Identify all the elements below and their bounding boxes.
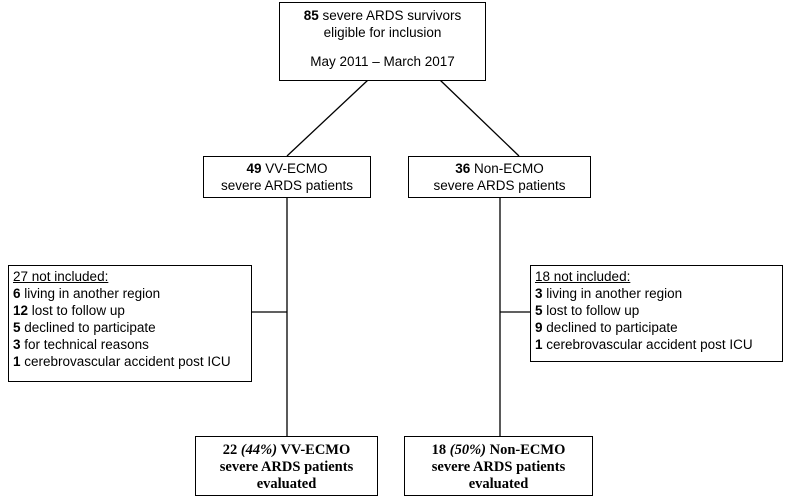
non-ecmo-exclusion-item: 5 lost to follow up bbox=[535, 302, 782, 319]
exclusion-count: 9 bbox=[535, 320, 543, 335]
vv-ecmo-count: 49 bbox=[246, 161, 262, 176]
non-ecmo-evaluated-line-1: 18 (50%) Non-ECMO bbox=[405, 442, 592, 459]
vv-ecmo-not-included-header: 27 not included: bbox=[13, 269, 109, 284]
non-ecmo-exclusion-item: 1 cerebrovascular accident post ICU bbox=[535, 336, 782, 353]
study-period: May 2011 – March 2017 bbox=[310, 54, 455, 69]
vv-ecmo-exclusion-item: 3 for technical reasons bbox=[13, 336, 251, 353]
vv-ecmo-exclusion-item: 12 lost to follow up bbox=[13, 302, 251, 319]
non-ecmo-evaluated-box: 18 (50%) Non-ECMO severe ARDS patients e… bbox=[404, 436, 593, 496]
vv-ecmo-evaluated-label: VV-ECMO bbox=[277, 442, 351, 458]
eligible-line-2: eligible for inclusion bbox=[323, 25, 442, 40]
exclusion-reason: declined to participate bbox=[20, 320, 156, 335]
vv-ecmo-evaluated-box: 22 (44%) VV-ECMO severe ARDS patients ev… bbox=[195, 436, 378, 496]
exclusion-reason: lost to follow up bbox=[28, 303, 125, 318]
connector-top-to-right bbox=[439, 79, 520, 157]
non-ecmo-exclusion-item: 3 living in another region bbox=[535, 285, 782, 302]
exclusion-reason: cerebrovascular accident post ICU bbox=[20, 354, 231, 369]
vv-ecmo-exclusion-item: 5 declined to participate bbox=[13, 319, 251, 336]
eligible-survivors-box: 85 severe ARDS survivors eligible for in… bbox=[279, 2, 486, 81]
non-ecmo-evaluated-count: 18 bbox=[431, 442, 450, 458]
non-ecmo-label: Non-ECMO bbox=[470, 161, 544, 176]
non-ecmo-not-included-header: 18 not included: bbox=[535, 269, 631, 284]
vv-ecmo-evaluated-count: 22 bbox=[222, 442, 241, 458]
vv-ecmo-label: VV-ECMO bbox=[261, 161, 328, 176]
exclusion-count: 1 bbox=[13, 354, 21, 369]
vv-ecmo-not-included-box: 27 not included: 6 living in another reg… bbox=[8, 265, 252, 382]
non-ecmo-evaluated-line-3: evaluated bbox=[468, 476, 529, 492]
vv-ecmo-exclusion-item: 6 living in another region bbox=[13, 285, 251, 302]
eligible-count: 85 bbox=[303, 8, 319, 23]
exclusion-reason: living in another region bbox=[542, 286, 683, 301]
vv-ecmo-evaluated-line-3: evaluated bbox=[256, 476, 317, 492]
non-ecmo-group-box: 36 Non-ECMO severe ARDS patients bbox=[408, 156, 591, 198]
vv-ecmo-group-box: 49 VV-ECMO severe ARDS patients bbox=[203, 156, 371, 198]
non-ecmo-line-1: 36 Non-ECMO bbox=[409, 160, 590, 177]
non-ecmo-line-2: severe ARDS patients bbox=[433, 178, 566, 193]
exclusion-count: 3 bbox=[13, 337, 21, 352]
non-ecmo-not-included-box: 18 not included: 3 living in another reg… bbox=[530, 265, 783, 362]
exclusion-reason: living in another region bbox=[20, 286, 161, 301]
exclusion-count: 1 bbox=[535, 337, 543, 352]
exclusion-count: 6 bbox=[13, 286, 21, 301]
exclusion-count: 12 bbox=[13, 303, 29, 318]
exclusion-count: 5 bbox=[13, 320, 21, 335]
exclusion-reason: cerebrovascular accident post ICU bbox=[542, 337, 753, 352]
exclusion-reason: declined to participate bbox=[542, 320, 678, 335]
non-ecmo-evaluated-percent: (50%) bbox=[449, 442, 486, 458]
non-ecmo-count: 36 bbox=[455, 161, 471, 176]
eligible-line-1: 85 severe ARDS survivors bbox=[280, 7, 485, 24]
exclusion-count: 5 bbox=[535, 303, 543, 318]
exclusion-reason: lost to follow up bbox=[542, 303, 640, 318]
vv-ecmo-line-2: severe ARDS patients bbox=[220, 178, 354, 193]
connector-top-to-left bbox=[286, 79, 369, 157]
non-ecmo-evaluated-line-2: severe ARDS patients bbox=[431, 459, 566, 475]
vv-ecmo-line-1: 49 VV-ECMO bbox=[204, 160, 370, 177]
vv-ecmo-exclusion-item: 1 cerebrovascular accident post ICU bbox=[13, 353, 251, 370]
exclusion-reason: for technical reasons bbox=[20, 337, 149, 352]
exclusion-count: 3 bbox=[535, 286, 543, 301]
eligible-line-1-text: severe ARDS survivors bbox=[318, 8, 462, 23]
non-ecmo-evaluated-label: Non-ECMO bbox=[486, 442, 566, 458]
vv-ecmo-evaluated-percent: (44%) bbox=[240, 442, 278, 458]
vv-ecmo-evaluated-line-1: 22 (44%) VV-ECMO bbox=[196, 442, 377, 459]
non-ecmo-exclusion-item: 9 declined to participate bbox=[535, 319, 782, 336]
vv-ecmo-evaluated-line-2: severe ARDS patients bbox=[219, 459, 354, 475]
